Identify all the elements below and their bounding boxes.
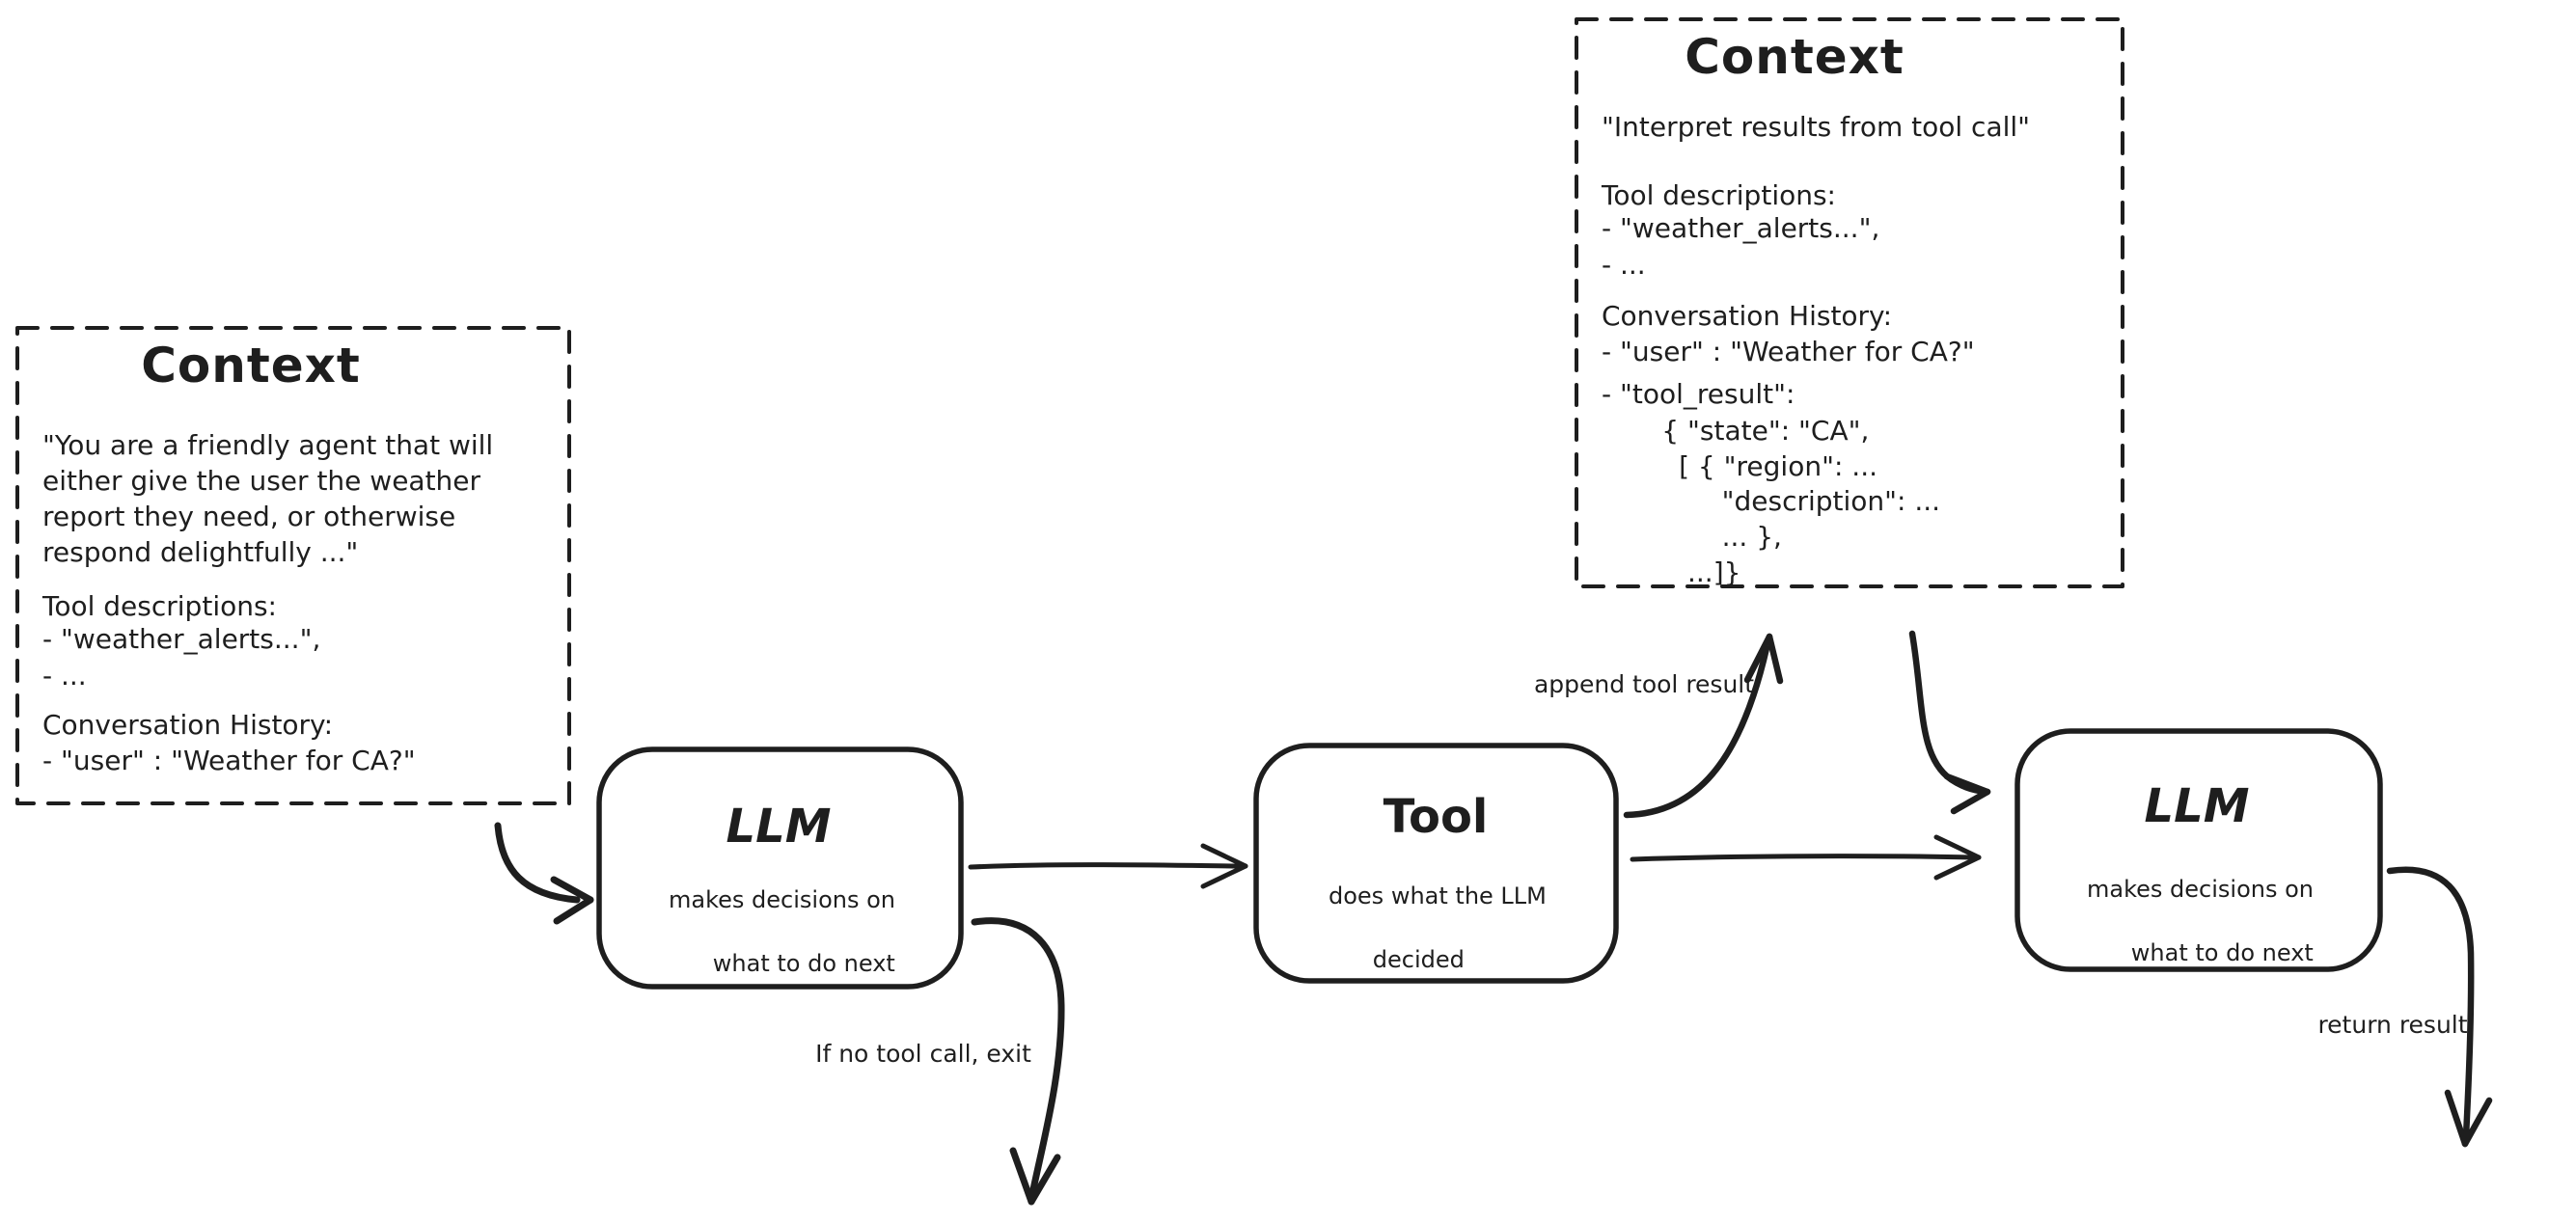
llm-2-desc-line-2: what to do next [2130,939,2314,966]
context-box-2-line: - ... [1602,249,1646,281]
llm-2-node: LLM makes decisions on what to do next [2017,731,2380,969]
llm-1-desc-line-2: what to do next [712,950,895,977]
tool-description: does what the LLM decided [1329,881,1547,976]
llm-1-description: makes decisions on what to do next [669,884,895,980]
arrow-llm1-exit [971,917,1065,1206]
context-box-2-line: - "weather_alerts...", [1602,212,1880,244]
context-box-2-line: [ { "region": ... [1602,450,1877,482]
context-box-2-border [1575,17,2124,588]
context-box-2-line: - "user" : "Weather for CA?" [1602,336,1975,367]
tool-desc-line-2: decided [1372,946,1465,973]
context-box-1-title: Context [141,338,361,393]
edge-label-if-no-tool-call-exit: If no tool call, exit [815,1040,1031,1068]
llm-2-desc-line-1: makes decisions on [2087,876,2314,903]
llm-2-node-border [2014,728,2383,972]
context-box-1-line: - "user" : "Weather for CA?" [42,745,416,776]
llm-1-node: LLM makes decisions on what to do next [599,749,961,987]
context-box-1-border [15,326,571,805]
llm-1-title: LLM [726,800,832,854]
context-box-1: Context "You are a friendly agent that w… [17,328,569,803]
edge-label-append-tool-result: append tool result [1533,670,1755,698]
arrow-tool-to-llm2 [1630,834,1982,881]
tool-title: Tool [1383,790,1489,844]
arrow-context2-to-llm2 [1908,630,1991,815]
context-box-2-line: { "state": "CA", [1602,415,1870,447]
edge-label-return-result: return result [2317,1011,2468,1039]
context-box-1-line: - "weather_alerts...", [42,623,321,655]
context-box-2-line: "Interpret results from tool call" [1602,111,2031,143]
llm-1-desc-line-1: makes decisions on [669,886,895,913]
llm-1-node-border [596,746,964,990]
context-box-1-line: "You are a friendly agent that will [42,429,494,461]
context-box-2-line: "description": ... [1602,485,1941,517]
tool-node: Tool does what the LLM decided [1256,746,1616,981]
context-box-2-line: ... }, [1602,521,1782,553]
context-box-2-line: Tool descriptions: [1602,179,1836,211]
context-box-2-line: - "tool_result": [1602,378,1795,410]
llm-2-title: LLM [2144,779,2250,833]
context-box-2: Context "Interpret results from tool cal… [1576,19,2123,588]
tool-desc-line-1: does what the LLM [1329,882,1547,909]
context-box-1-line: - ... [42,660,87,692]
llm-2-description: makes decisions on what to do next [2087,874,2314,969]
context-box-1-line: report they need, or otherwise [42,501,456,532]
context-box-1-line: Tool descriptions: [42,590,277,622]
context-box-2-line: Conversation History: [1602,300,1893,332]
context-box-1-line: Conversation History: [42,709,334,741]
context-box-2-line: ...]} [1602,556,1741,588]
tool-node-border [1253,743,1619,984]
arrow-llm2-return [2386,866,2493,1148]
context-box-1-line: respond delightfully ..." [42,536,359,568]
context-box-2-title: Context [1685,29,1905,85]
arrow-tool-to-context2 [1623,633,1784,819]
arrow-context1-to-llm1 [494,822,594,925]
arrow-llm1-to-tool [968,843,1248,889]
context-box-1-line: either give the user the weather [42,465,481,497]
